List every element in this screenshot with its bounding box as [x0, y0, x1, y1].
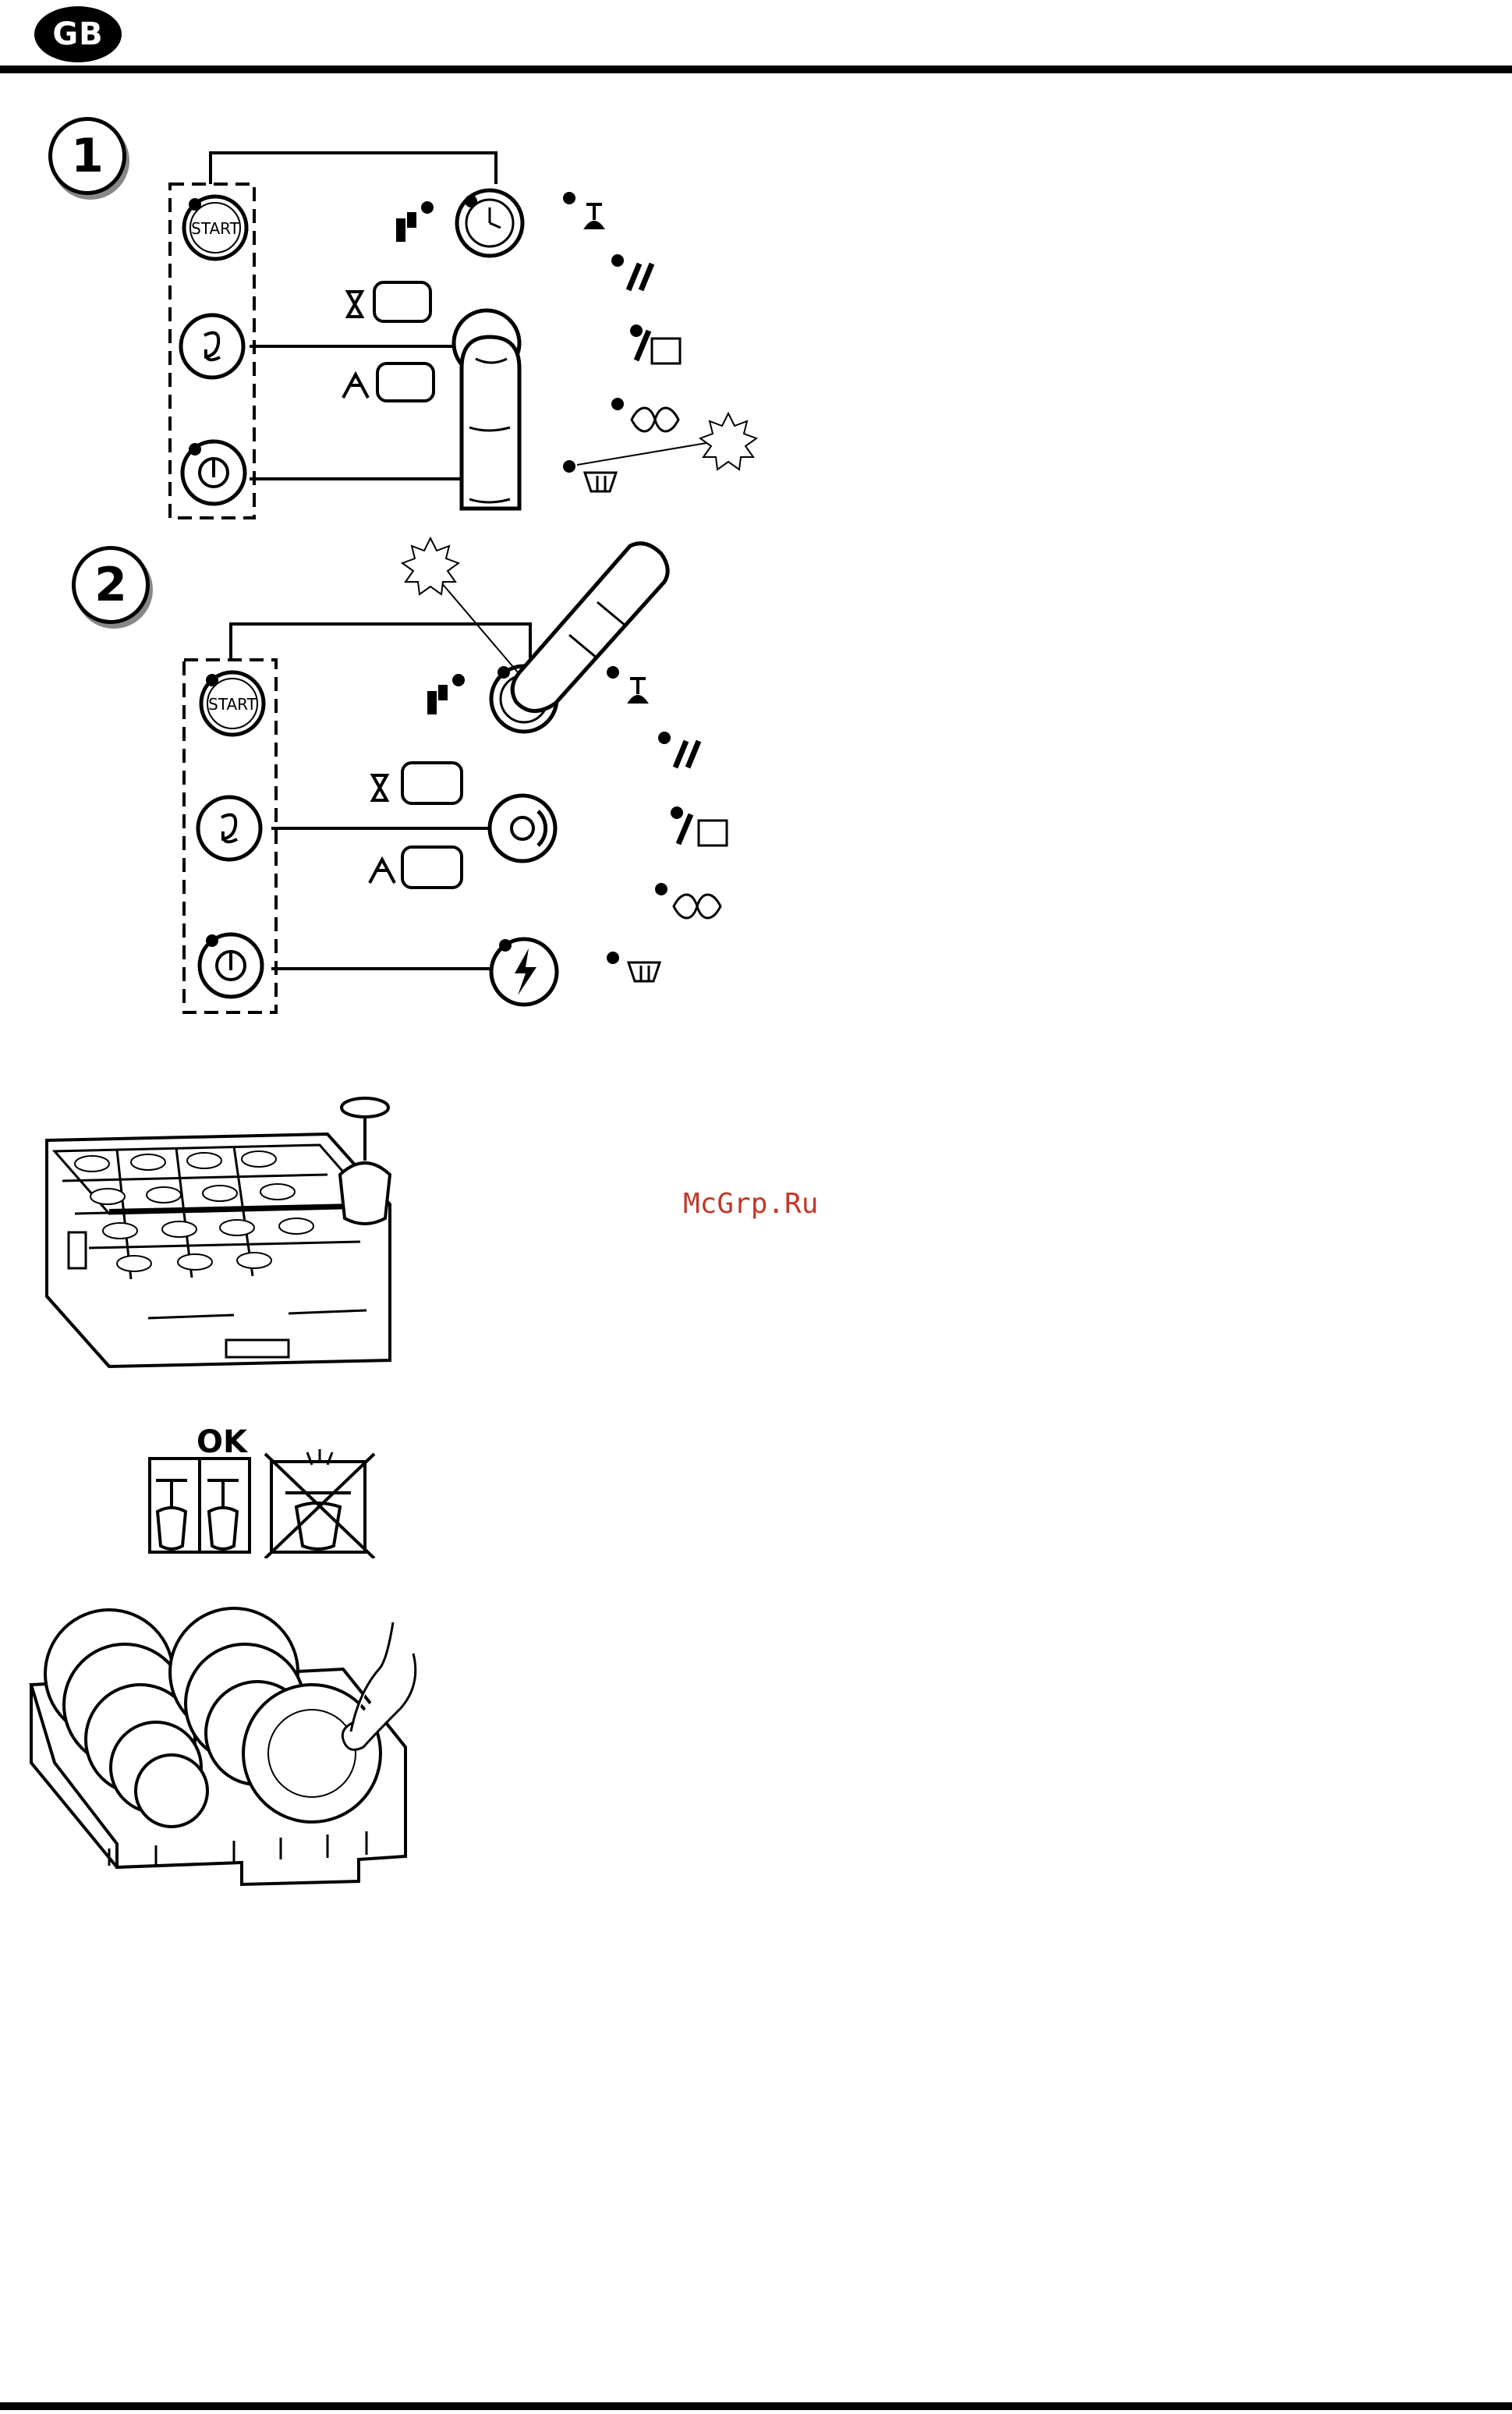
glass-icon [607, 666, 646, 702]
temp-display-box-2 [402, 847, 462, 888]
thermometer-icon [427, 674, 465, 714]
fan-icon[interactable] [198, 797, 260, 860]
infinity-icon [655, 883, 721, 918]
cutlery-icon [658, 732, 699, 767]
plate-icon [671, 806, 727, 845]
correct-loading [150, 1459, 250, 1552]
rinse-spray-icon [370, 860, 395, 883]
footer-rule [0, 2402, 1512, 2410]
flash-knob-icon[interactable] [491, 939, 557, 1005]
plate-rack-illustration [0, 1591, 437, 1927]
control-panel-diagram-2: START [0, 0, 1512, 1045]
watermark-text: McGrp.Ru [683, 1188, 818, 1220]
start-label: START [208, 695, 257, 714]
hourglass-icon [373, 775, 387, 800]
blink-star-icon [402, 538, 459, 594]
ok-label: OK [197, 1424, 249, 1460]
loading-example: OK [140, 1418, 390, 1558]
drain-icon [607, 952, 660, 981]
wash-knob-icon[interactable] [490, 796, 555, 861]
finger-icon [512, 544, 667, 711]
start-button-icon[interactable]: START [201, 672, 264, 735]
incorrect-loading [265, 1449, 374, 1558]
power-icon[interactable] [200, 934, 262, 997]
time-display-box-2 [402, 763, 462, 803]
